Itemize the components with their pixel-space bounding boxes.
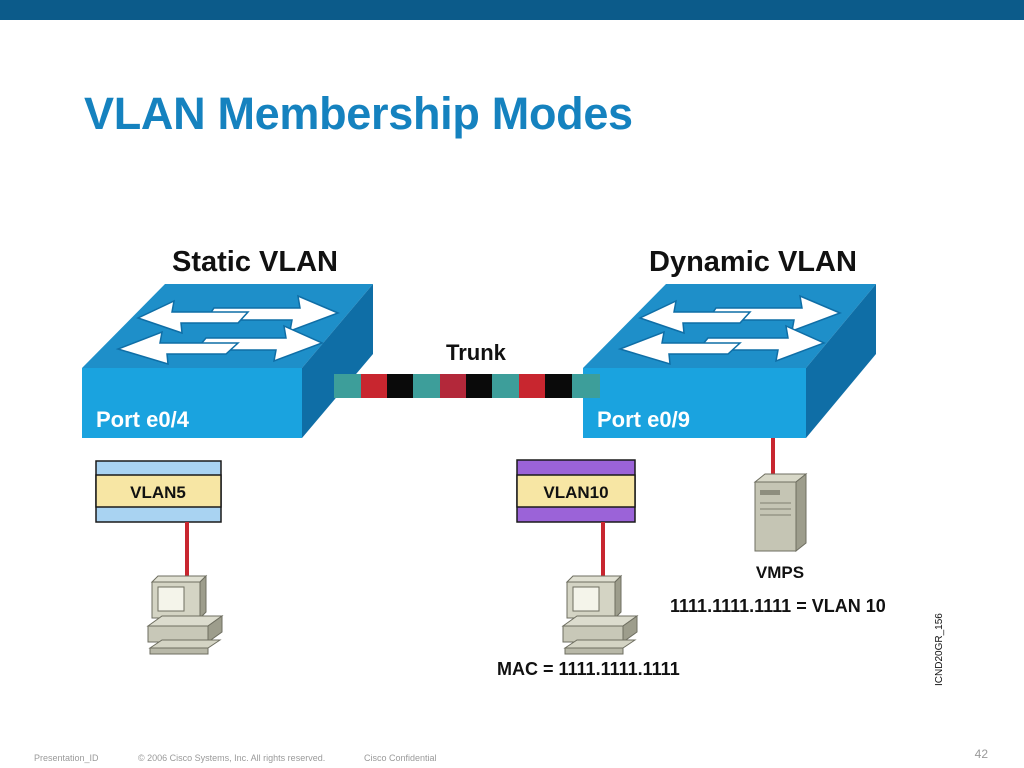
pc-icon (146, 574, 224, 655)
page-number: 42 (974, 747, 988, 761)
switch-side-face (806, 284, 876, 438)
switch-side-face (302, 284, 373, 438)
footer-confidential: Cisco Confidential (364, 753, 437, 763)
vlan5-tag: VLAN5 (95, 460, 222, 523)
pc-mac-label: MAC = 1111.1111.1111 (497, 659, 680, 679)
pc-icon (561, 574, 639, 655)
footer-copyright: © 2006 Cisco Systems, Inc. All rights re… (138, 753, 326, 763)
switch-arrows-icon (617, 294, 843, 366)
switch-front-face (583, 368, 806, 438)
dynamic-vlan-switch: Dynamic VLAN Port e0/9 (583, 246, 876, 438)
static-vlan-heading: Static VLAN (172, 246, 338, 278)
slide-title: VLAN Membership Modes (84, 88, 633, 139)
switch-front-face (82, 368, 302, 438)
switch-arrows-icon (115, 294, 341, 366)
port-e0-4-label: Port e0/4 (96, 407, 190, 432)
vmps-label: VMPS (756, 563, 804, 582)
trunk-label: Trunk (446, 340, 507, 365)
static-vlan-switch: Static VLAN Port e0/4 (82, 246, 373, 438)
vmps-mapping-label: 1111.1111.1111 = VLAN 10 (670, 596, 886, 616)
server-icon (753, 472, 808, 553)
figure-id-label: ICND20GR_156 (934, 613, 945, 686)
top-bar (0, 0, 1024, 20)
dynamic-vlan-heading: Dynamic VLAN (649, 246, 857, 278)
vlan10-tag: VLAN10 (516, 459, 636, 523)
trunk-link: Trunk (334, 340, 600, 398)
footer-presentation-id: Presentation_ID (34, 753, 99, 763)
vlan5-label: VLAN5 (130, 483, 186, 502)
port-e0-9-label: Port e0/9 (597, 407, 690, 432)
vlan10-label: VLAN10 (543, 483, 608, 502)
